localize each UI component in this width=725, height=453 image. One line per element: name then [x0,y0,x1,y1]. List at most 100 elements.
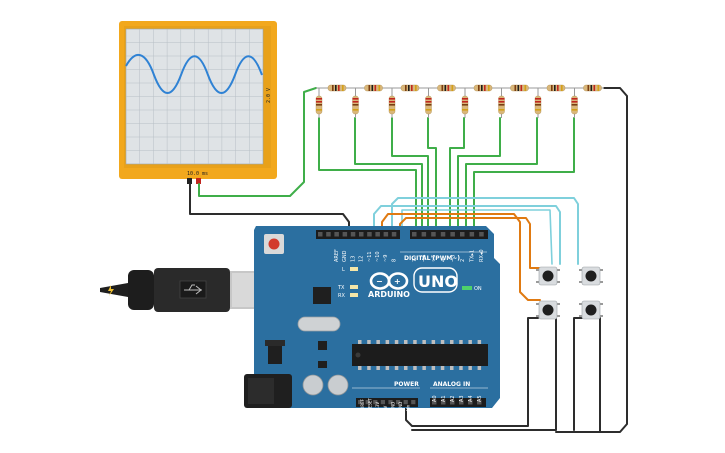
wire-cyan-1[interactable] [373,205,561,265]
pin-hole [359,232,364,237]
pin-hole [350,232,356,237]
pin-label: AREF [334,249,340,262]
wire-green-scope[interactable] [198,87,317,197]
resistor-ladder [315,84,604,118]
voltage-regulator [268,346,282,364]
push-button-3[interactable] [536,300,560,320]
resistor-vertical[interactable] [461,88,469,118]
pin-hole [479,232,484,237]
power-pin-label: 5V [383,405,388,411]
wire-green-r1[interactable] [318,117,417,231]
wires [189,87,628,433]
usb-cable [100,268,256,312]
push-button-4[interactable] [579,300,603,320]
header-top-left [316,230,400,239]
mcu-pin [413,366,417,370]
sine-wave-trace [125,54,263,94]
oscilloscope-volt-label: 2.0 V [266,88,272,103]
mcu-pin [358,366,362,370]
pin-hole [450,232,455,237]
resistor-horizontal[interactable] [546,84,566,92]
resistor-horizontal[interactable] [510,84,529,92]
probe-terminal-black[interactable] [187,178,192,184]
arduino-infinity-logo-icon [369,272,409,290]
mcu-pin [477,340,482,344]
resistor-vertical[interactable] [425,88,432,118]
wire-green-r6[interactable] [457,117,501,231]
pin-hole [441,400,446,405]
analog-pin-label: A2 [450,395,456,402]
pin-hole [367,232,372,237]
mcu-pin [404,366,408,370]
resistor-vertical[interactable] [352,88,359,118]
pin-hole [388,400,393,405]
capacitor-1 [302,374,324,396]
resistor-vertical[interactable] [534,88,542,118]
wire-cyan-3[interactable] [401,209,553,265]
mcu-pin [394,366,399,370]
wire-dark-ladder-end[interactable] [599,87,628,433]
push-button-1[interactable] [536,266,560,286]
lightning-icon [108,285,114,296]
wire-green-r3[interactable] [391,117,429,231]
wire-green-r8[interactable] [473,117,575,231]
pin-label: ~11 [367,251,373,262]
pin-hole [459,400,464,405]
resistor-horizontal[interactable] [583,84,602,92]
pin-label: ~6 [422,255,428,262]
resistor-horizontal[interactable] [437,84,456,92]
board-model-label: UNO [418,272,458,291]
resistor-vertical[interactable] [315,88,323,118]
analog-pin-label: A1 [441,395,447,402]
pin-hole [432,400,437,405]
header-power [356,398,418,407]
probe-terminal-red[interactable] [196,178,201,184]
power-pin-label: RESET [368,398,373,411]
mcu-pin [376,340,380,344]
oscilloscope-grid [126,29,263,164]
resistor-horizontal[interactable] [364,84,383,92]
wire-cyan-2[interactable] [391,197,579,265]
resistor-horizontal[interactable] [473,84,493,92]
wire-dark-btn-4[interactable] [555,317,601,433]
wire-dark-btn-2[interactable] [411,317,557,431]
mcu-pin [450,340,454,344]
mcu-pin [440,366,445,370]
oscilloscope[interactable]: 2.0 V 10.0 ms [119,21,277,184]
resistor-vertical[interactable] [571,88,578,118]
mcu-pin [422,340,426,344]
wire-orange-2[interactable] [399,217,541,269]
wire-green-r5[interactable] [449,117,465,231]
mcu-pin [404,340,408,344]
push-buttons [536,266,603,320]
resistor-horizontal[interactable] [327,84,347,92]
mcu-pin [367,340,371,344]
mcu-pin [450,366,454,370]
pin-hole [440,232,446,237]
push-button-2[interactable] [579,266,603,286]
mcu-pin [358,340,362,344]
mcu-pin [459,366,463,370]
wire-green-r4[interactable] [427,117,437,231]
analog-in-label: ANALOG IN [433,381,470,388]
mcu-pin [385,340,390,344]
pin-hole [431,232,436,237]
resistor-horizontal[interactable] [400,84,420,92]
power-pin-label: Vin [406,404,411,411]
pin-label: 13 [350,256,356,262]
wire-dark-btn-1[interactable] [405,317,539,427]
analog-pin-label: A3 [459,395,465,402]
resistor-vertical[interactable] [498,88,505,118]
wire-dark-scope-gnd[interactable] [189,183,350,233]
mcu-pin [422,366,426,370]
mcu-pin [413,340,417,344]
pin-hole [396,400,401,405]
pin-label: GND [342,250,348,262]
resistor-vertical[interactable] [388,88,396,118]
wire-dark-btn-3[interactable] [573,317,583,431]
